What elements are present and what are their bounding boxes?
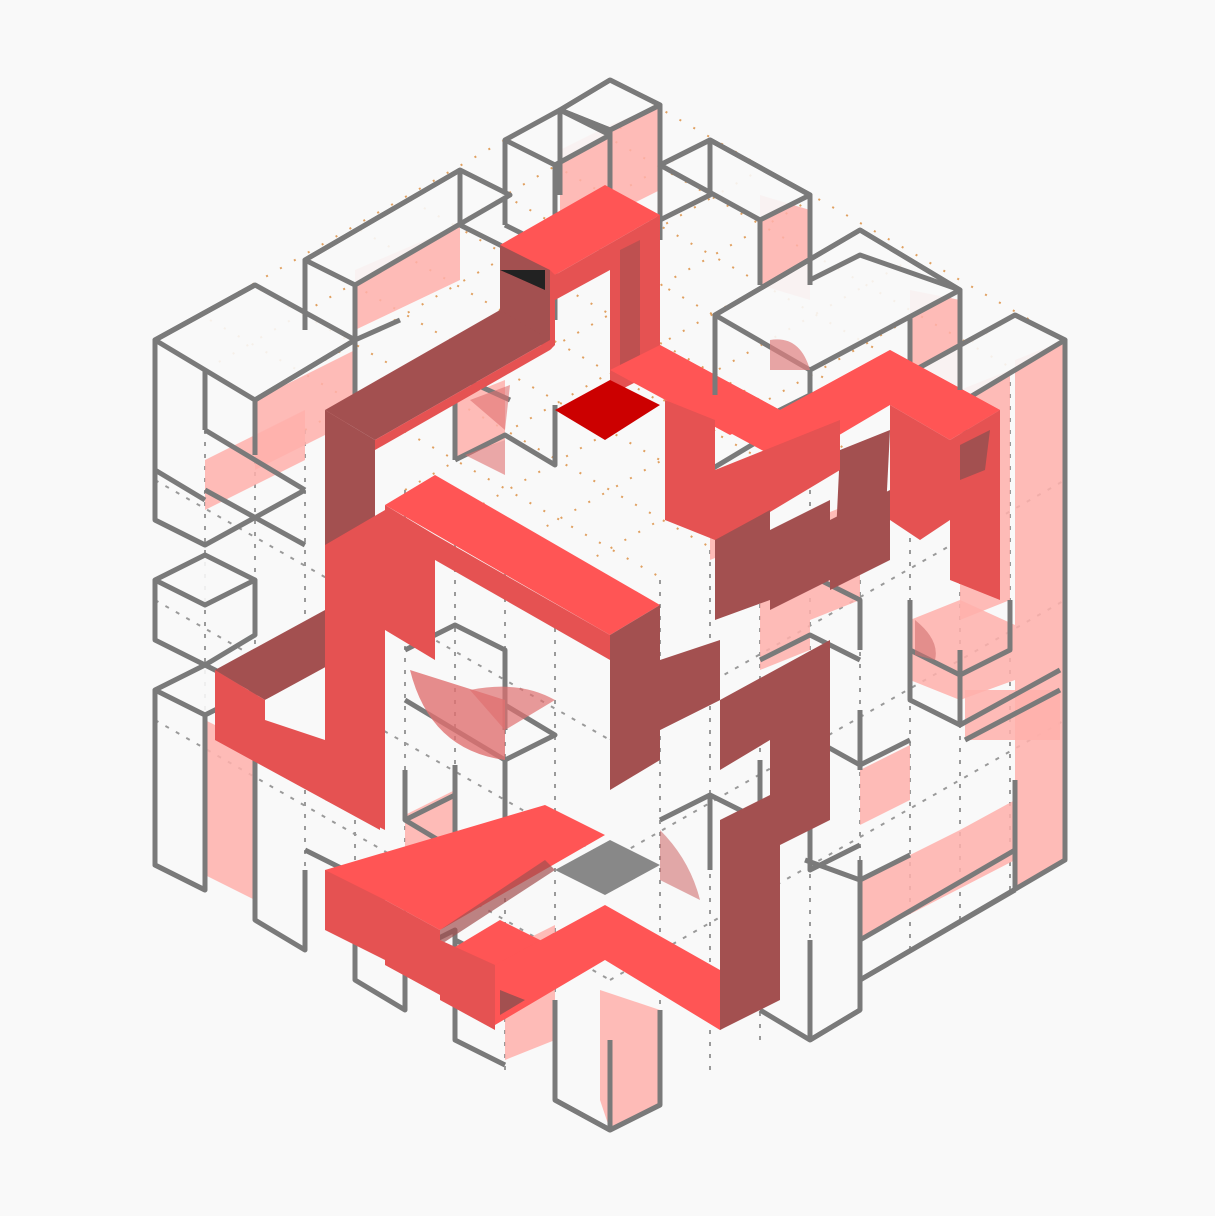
frame-overlay-edges — [152, 77, 1068, 1133]
solution-path — [215, 185, 1000, 1030]
end-cell — [555, 840, 660, 895]
start-cell — [555, 380, 660, 440]
inner-shadows — [410, 339, 936, 900]
path-top-bar — [500, 185, 660, 275]
